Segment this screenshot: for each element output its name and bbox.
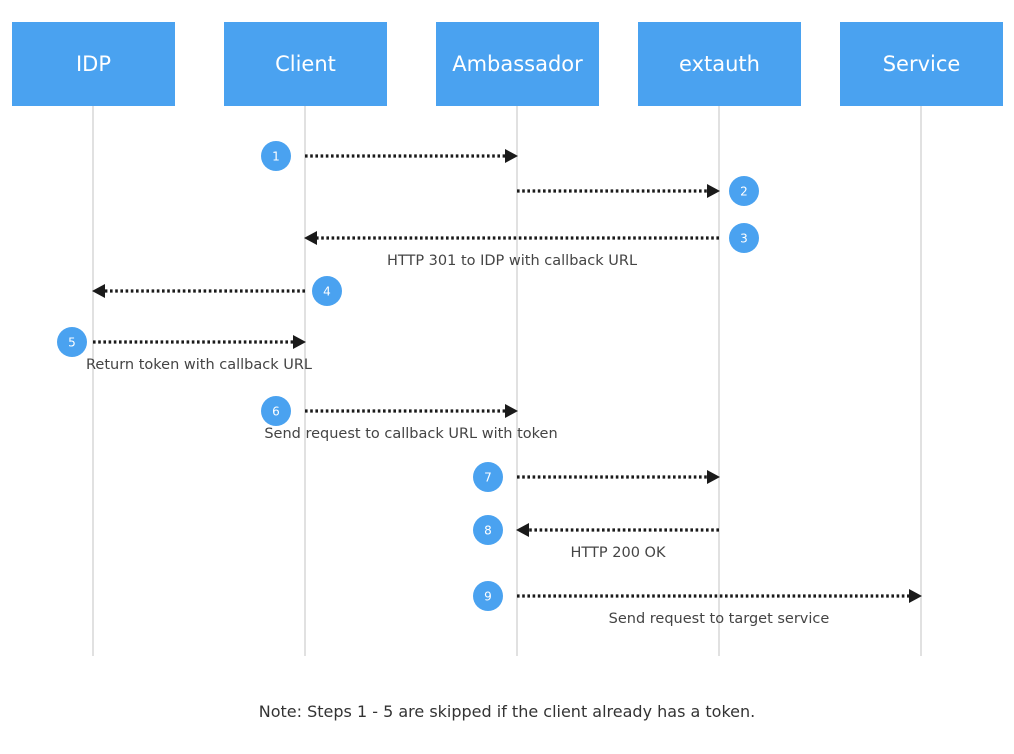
participant-label: Service bbox=[882, 52, 961, 76]
step-number-9: 9 bbox=[484, 590, 492, 604]
participant-header-client: Client bbox=[224, 22, 387, 106]
step-badge-1 bbox=[261, 141, 291, 171]
arrowhead-7 bbox=[707, 470, 720, 484]
step-number-7: 7 bbox=[484, 471, 492, 485]
arrowhead-6 bbox=[505, 404, 518, 418]
message-label-5: Return token with callback URL bbox=[86, 357, 312, 373]
participant-label: extauth bbox=[679, 52, 760, 76]
step-number-2: 2 bbox=[740, 185, 748, 199]
message-label-3: HTTP 301 to IDP with callback URL bbox=[387, 253, 637, 269]
step-number-5: 5 bbox=[68, 336, 76, 350]
step-number-1: 1 bbox=[272, 150, 280, 164]
participant-label: Client bbox=[275, 52, 336, 76]
message-label-8: HTTP 200 OK bbox=[571, 545, 666, 561]
participant-header-ambassador: Ambassador bbox=[436, 22, 599, 106]
participant-label: Ambassador bbox=[452, 52, 583, 76]
step-badge-4 bbox=[312, 276, 342, 306]
step-badge-7 bbox=[473, 462, 503, 492]
step-number-3: 3 bbox=[740, 232, 748, 246]
arrowhead-8 bbox=[516, 523, 529, 537]
message-label-6: Send request to callback URL with token bbox=[264, 426, 557, 442]
footnote: Note: Steps 1 - 5 are skipped if the cli… bbox=[258, 702, 756, 721]
arrowhead-2 bbox=[707, 184, 720, 198]
arrowhead-4 bbox=[92, 284, 105, 298]
step-number-6: 6 bbox=[272, 405, 280, 419]
arrowhead-5 bbox=[293, 335, 306, 349]
arrowhead-9 bbox=[909, 589, 922, 603]
step-badge-9 bbox=[473, 581, 503, 611]
step-badge-3 bbox=[729, 223, 759, 253]
participant-label: IDP bbox=[75, 52, 112, 76]
message-label-9: Send request to target service bbox=[609, 611, 830, 627]
step-badge-6 bbox=[261, 396, 291, 426]
step-badge-5 bbox=[57, 327, 87, 357]
step-badge-2 bbox=[729, 176, 759, 206]
step-badge-8 bbox=[473, 515, 503, 545]
participant-header-idp: IDP bbox=[12, 22, 175, 106]
participant-header-service: Service bbox=[840, 22, 1003, 106]
participant-header-extauth: extauth bbox=[638, 22, 801, 106]
arrowhead-1 bbox=[505, 149, 518, 163]
step-number-8: 8 bbox=[484, 524, 492, 538]
step-number-4: 4 bbox=[323, 285, 331, 299]
arrowhead-3 bbox=[304, 231, 317, 245]
